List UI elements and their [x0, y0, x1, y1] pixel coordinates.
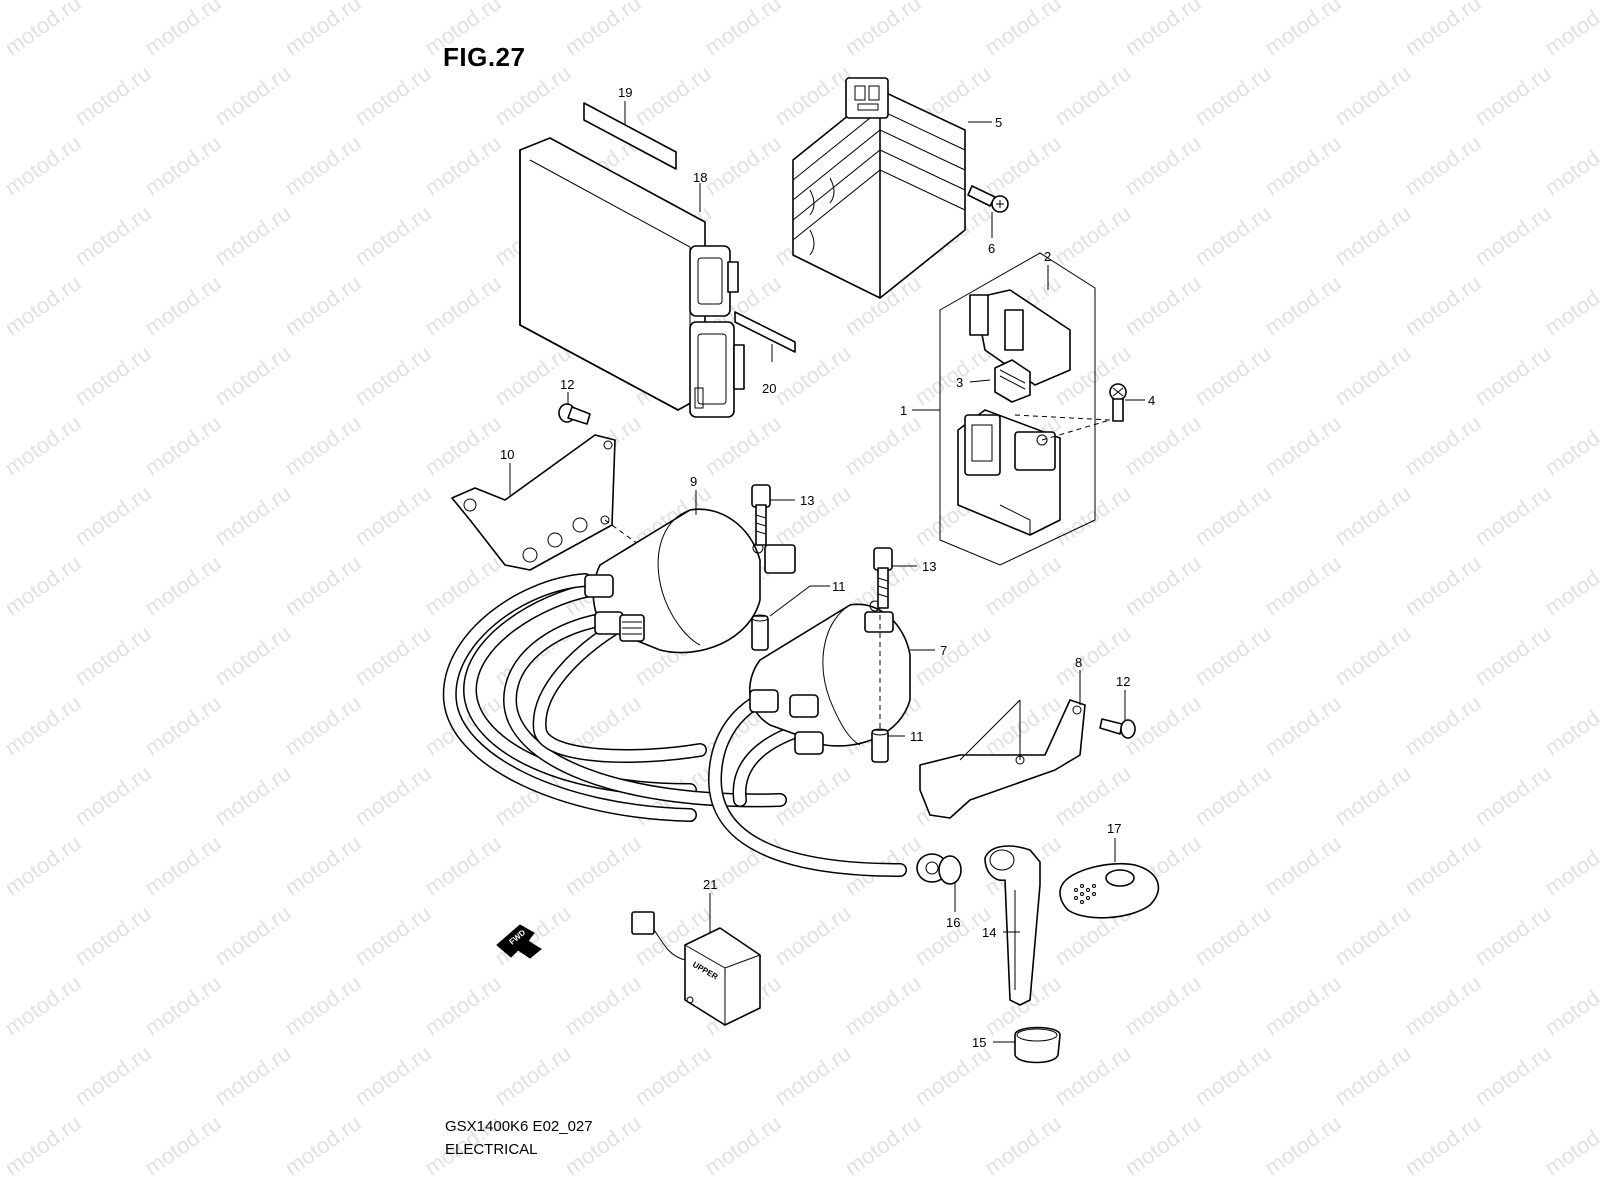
- part-11-spacer-lower: [871, 728, 889, 763]
- callout-8: 8: [1075, 655, 1082, 670]
- callout-17: 17: [1107, 821, 1121, 836]
- callout-9: 9: [690, 474, 697, 489]
- part-3-fuse: [994, 359, 1031, 403]
- callout-12-upper: 12: [560, 377, 574, 392]
- callout-11-lower: 11: [910, 729, 924, 744]
- callout-4: 4: [1148, 393, 1155, 408]
- callout-7: 7: [940, 643, 947, 658]
- model-code: GSX1400K6 E02_027: [445, 1118, 593, 1135]
- part-8-bracket: [919, 699, 1086, 819]
- callout-5: 5: [995, 115, 1002, 130]
- ignition-cables: [442, 573, 907, 877]
- part-18-ecm: [519, 137, 745, 418]
- part-15-ring: [1014, 1026, 1061, 1064]
- part-6-screw: [967, 185, 1009, 213]
- callout-labels: 19 18 20 5 6 2 3 4 1 12 10 9 13 13 11 7 …: [500, 85, 1155, 1050]
- part-4-screw: [1109, 383, 1127, 422]
- part-12-bolt-upper: [558, 403, 591, 425]
- callout-21: 21: [703, 877, 717, 892]
- part-1-starter-relay: [957, 409, 1111, 536]
- callout-10: 10: [500, 447, 514, 462]
- part-21-sensor: UPPER: [631, 911, 761, 1026]
- leader-lines: [509, 101, 1145, 1043]
- section-name: ELECTRICAL: [445, 1141, 538, 1158]
- callout-1: 1: [900, 403, 907, 418]
- callout-16: 16: [946, 915, 960, 930]
- callout-13-left: 13: [800, 493, 814, 508]
- callout-13-right: 13: [922, 559, 936, 574]
- callout-19: 19: [618, 85, 632, 100]
- callout-2: 2: [1044, 249, 1051, 264]
- part-20-strip: [734, 311, 796, 353]
- part-14-plug-cap: [984, 845, 1041, 1006]
- kit-frame-1: [939, 252, 1096, 566]
- callout-14: 14: [982, 925, 996, 940]
- part-16-grommet: [916, 853, 962, 885]
- callout-6: 6: [988, 241, 995, 256]
- part-11-spacer-upper: [751, 614, 769, 651]
- part-19-label: [583, 102, 677, 170]
- part-5-regulator: [792, 77, 966, 299]
- callout-20: 20: [762, 381, 776, 396]
- figure-title: FIG.27: [443, 42, 526, 72]
- callout-15: 15: [972, 1035, 986, 1050]
- fwd-arrow-icon: FWD: [496, 924, 542, 959]
- part-17-cover-plate: [1059, 862, 1160, 919]
- callout-12-right: 12: [1116, 674, 1130, 689]
- part-2-cover: [969, 289, 1071, 386]
- callout-11-upper: 11: [832, 579, 846, 594]
- part-10-bracket: [451, 434, 741, 619]
- part-7-ignition-coil: [749, 600, 911, 755]
- part-13-bolt-left: [751, 484, 771, 546]
- callout-18: 18: [693, 170, 707, 185]
- callout-3: 3: [956, 375, 963, 390]
- part-13-bolt-right: [873, 547, 893, 609]
- part-9-ignition-coil: [584, 508, 796, 654]
- part-12-bolt-right: [1099, 718, 1136, 739]
